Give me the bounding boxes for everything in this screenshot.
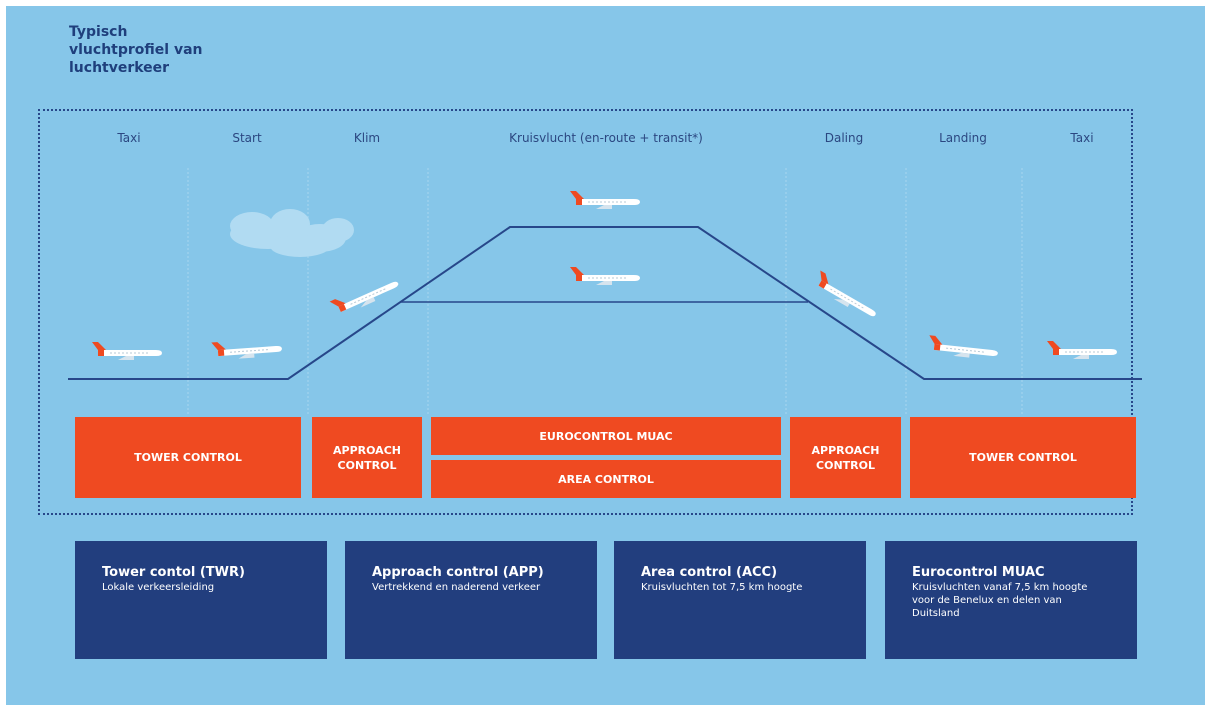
airplane-icon [91, 341, 163, 361]
airplane-icon [1046, 340, 1118, 360]
legend-heading: Area control (ACC) [641, 565, 778, 580]
airplane-icon [569, 266, 641, 286]
airplane-icon [329, 272, 402, 319]
tower-control-right: TOWER CONTROL [910, 417, 1136, 498]
phase-label-landing: Landing [939, 131, 987, 145]
airplane-icon [810, 269, 882, 322]
legend-box-muac: Eurocontrol MUAC Kruisvluchten vanaf 7,5… [885, 541, 1137, 659]
phase-label-taxi: Taxi [117, 131, 141, 145]
legend-heading: Eurocontrol MUAC [912, 565, 1045, 580]
airplane-icon [569, 190, 641, 210]
profile-frame [38, 109, 1133, 515]
legend-description: Lokale verkeersleiding [102, 582, 215, 593]
legend-description: Vertrekkend en naderend verkeer [372, 582, 541, 593]
column-separators [187, 168, 1023, 414]
flight-path-upper [68, 226, 1142, 380]
approach-control-right: APPROACH CONTROL [790, 417, 901, 498]
legend-box-app: Approach control (APP) Vertrekkend en na… [345, 541, 597, 659]
area-control-bar: AREA CONTROL [431, 460, 781, 498]
legend-description: Kruisvluchten vanaf 7,5 km hoogte voor d… [912, 582, 1088, 619]
tower-control-left: TOWER CONTROL [75, 417, 301, 498]
cloud-icon [230, 209, 354, 257]
phase-label-daling: Daling [824, 131, 864, 145]
legend-heading: Approach control (APP) [372, 565, 544, 580]
phase-label-kruisvlucht: Kruisvlucht (en-route + transit*) [509, 131, 703, 145]
eurocontrol-muac-bar: EUROCONTROL MUAC [431, 417, 781, 455]
legend-heading: Tower contol (TWR) [102, 565, 245, 580]
legend-box-twr: Tower contol (TWR) Lokale verkeersleidin… [75, 541, 327, 659]
legend-box-acc: Area control (ACC) Kruisvluchten tot 7,5… [614, 541, 866, 659]
legend-description: Kruisvluchten tot 7,5 km hoogte [641, 582, 803, 593]
phase-label-start: Start [232, 131, 262, 145]
diagram-title: Typisch vluchtprofiel van luchtverkeer [69, 24, 203, 76]
phase-label-taxi-end: Taxi [1070, 131, 1094, 145]
approach-control-left: APPROACH CONTROL [312, 417, 422, 498]
airplane-icon [926, 334, 1000, 362]
phase-label-klim: Klim [353, 131, 381, 145]
airplane-icon [210, 337, 283, 361]
